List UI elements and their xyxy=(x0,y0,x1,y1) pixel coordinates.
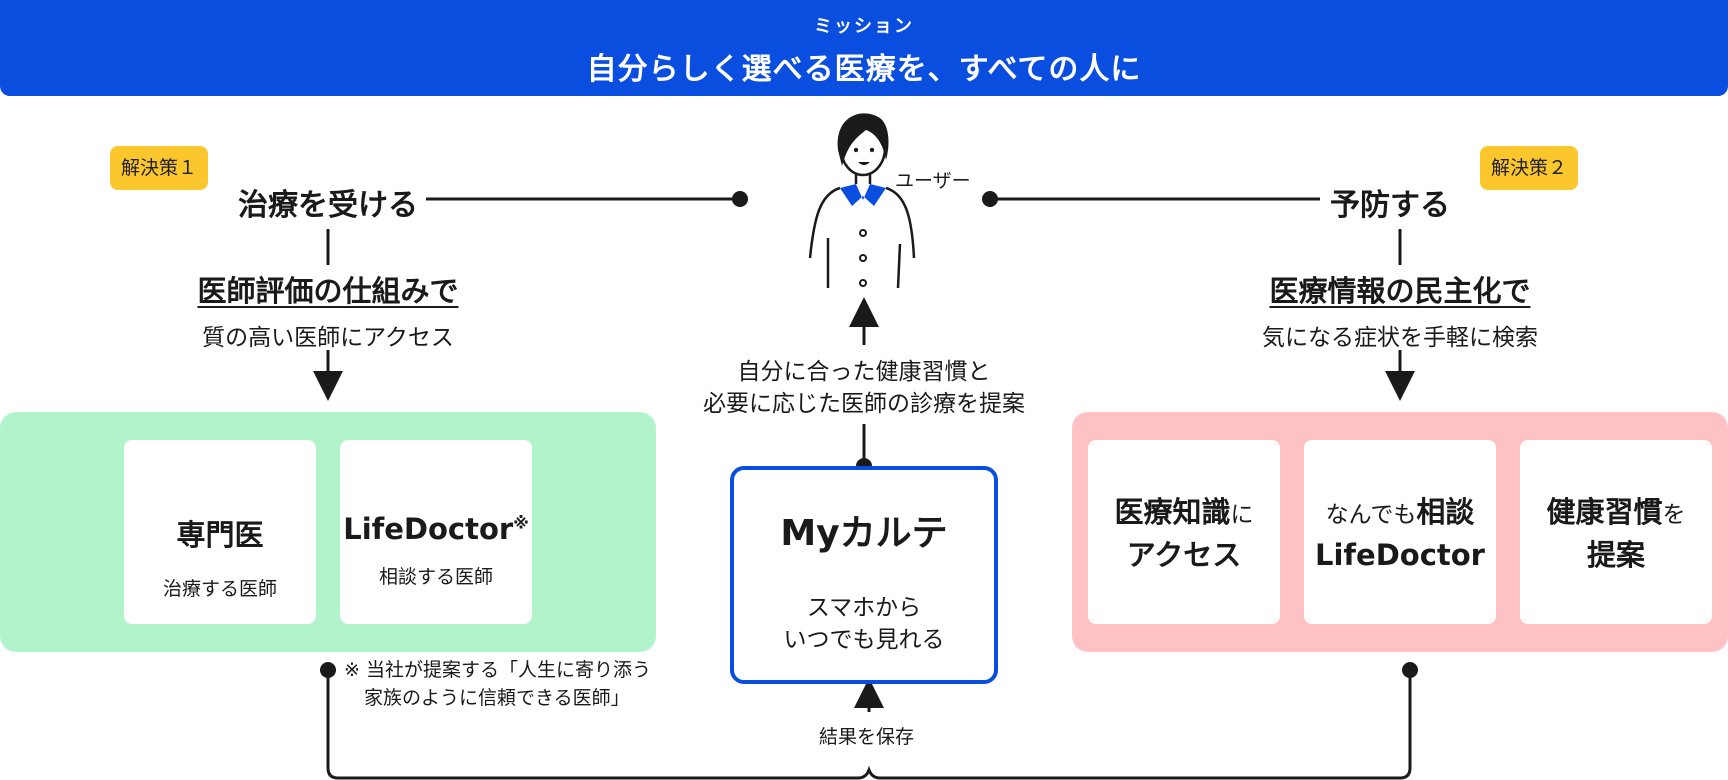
footnote-mark: ※ xyxy=(344,659,360,681)
specialist-card: 専門医 治療する医師 xyxy=(124,440,316,624)
card-bold: 医療知識 xyxy=(1114,495,1230,529)
left-heading: 治療を受ける xyxy=(238,180,418,224)
user-figure-icon xyxy=(790,108,930,298)
user-label: ユーザー xyxy=(895,166,971,193)
footnote: ※ 当社が提案する「人生に寄り添う 家族のように信頼できる医師」 xyxy=(344,656,651,712)
card-bold: 健康習慣 xyxy=(1546,495,1662,529)
card-bold: アクセス xyxy=(1088,535,1280,575)
treatment-panel xyxy=(0,412,656,652)
footnote-dot xyxy=(320,662,336,678)
card-bold: 相談 xyxy=(1416,495,1474,529)
footnote-line1: 当社が提案する「人生に寄り添う xyxy=(366,659,651,681)
my-karte-card: Myカルテ スマホから いつでも見れる xyxy=(730,466,998,684)
card-subtitle: 相談する医師 xyxy=(340,562,532,589)
proposal-line1: 自分に合った健康習慣と xyxy=(664,356,1064,388)
karte-title: Myカルテ xyxy=(734,504,994,556)
consult-card: なんでも相談 LifeDoctor xyxy=(1304,440,1496,624)
habit-card: 健康習慣を 提案 xyxy=(1520,440,1712,624)
footnote-mark: ※ xyxy=(513,513,529,532)
knowledge-card: 医療知識に アクセス xyxy=(1088,440,1280,624)
card-small: なんでも xyxy=(1326,502,1417,528)
card-small: を xyxy=(1663,502,1686,528)
footnote-line2: 家族のように信頼できる医師」 xyxy=(344,687,630,709)
card-bold: 提案 xyxy=(1520,535,1712,575)
card-subtitle: 治療する医師 xyxy=(124,574,316,601)
right-bottom-dot xyxy=(1402,662,1418,678)
right-description: 気になる症状を手軽に検索 xyxy=(1230,318,1570,352)
right-badge: 解決策２ xyxy=(1480,146,1578,190)
karte-line1: スマホから xyxy=(734,592,994,624)
right-heading: 予防する xyxy=(1330,180,1450,224)
lifedoctor-name: LifeDoctor xyxy=(343,512,513,546)
proposal-line2: 必要に応じた医師の診療を提案 xyxy=(664,388,1064,420)
karte-line2: いつでも見れる xyxy=(734,624,994,656)
right-subheading: 医療情報の民主化で xyxy=(1250,268,1550,310)
card-title: 専門医 xyxy=(124,512,316,554)
right-dot xyxy=(982,191,998,207)
left-subheading: 医師評価の仕組みで xyxy=(178,268,478,310)
card-small: に xyxy=(1231,502,1254,528)
save-label: 結果を保存 xyxy=(819,722,914,749)
lifedoctor-card: LifeDoctor※ 相談する医師 xyxy=(340,440,532,624)
left-description: 質の高い医師にアクセス xyxy=(178,318,478,352)
left-dot xyxy=(732,191,748,207)
card-bold: LifeDoctor xyxy=(1304,535,1496,575)
card-title: LifeDoctor※ xyxy=(340,512,532,546)
left-badge: 解決策１ xyxy=(110,146,208,190)
proposal-text: 自分に合った健康習慣と 必要に応じた医師の診療を提案 xyxy=(664,356,1064,420)
